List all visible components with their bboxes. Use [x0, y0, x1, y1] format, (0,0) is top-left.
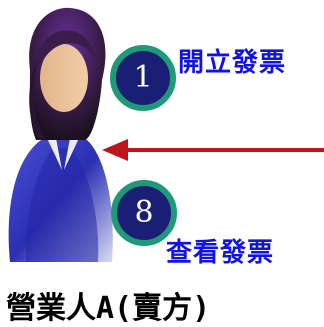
left-arrow-icon: [102, 139, 324, 161]
seller-label: 營業人A(賣方): [6, 291, 211, 326]
issue-invoice-label: 開立發票: [178, 48, 287, 78]
view-invoice-label: 查看發票: [166, 238, 275, 268]
person-icon: [8, 7, 113, 262]
step-8-badge: 8: [111, 180, 177, 246]
step-1-badge: 1: [110, 45, 176, 111]
